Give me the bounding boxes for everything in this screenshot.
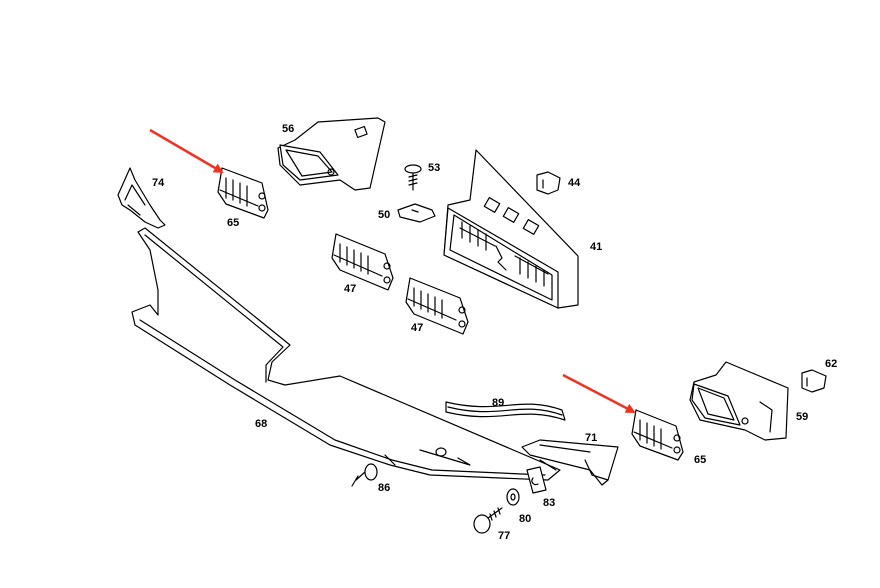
part-50-speed-nut[interactable] — [397, 203, 436, 223]
label-86: 86 — [378, 482, 390, 494]
label-56: 56 — [282, 123, 294, 135]
part-53-screw[interactable] — [404, 164, 422, 191]
part-65-right-louver[interactable] — [631, 409, 684, 461]
part-80-washer[interactable] — [506, 488, 520, 506]
label-44: 44 — [568, 177, 581, 189]
label-47-lower: 47 — [411, 322, 423, 334]
part-44-clip[interactable] — [536, 171, 561, 195]
label-65-right: 65 — [694, 454, 706, 466]
label-62: 62 — [825, 358, 837, 370]
part-71-bracket[interactable] — [521, 439, 619, 486]
part-77-screw[interactable] — [473, 507, 503, 534]
part-41-center-vent-housing[interactable] — [443, 149, 579, 309]
part-47-upper-louver[interactable] — [331, 233, 394, 291]
part-59-right-nozzle[interactable] — [689, 361, 789, 441]
part-86-rivet[interactable] — [351, 463, 378, 487]
label-89: 89 — [492, 397, 504, 409]
part-65-left-louver[interactable] — [217, 167, 269, 219]
label-77: 77 — [498, 530, 510, 542]
part-56-left-nozzle[interactable] — [277, 117, 386, 191]
label-50: 50 — [378, 209, 390, 221]
label-74: 74 — [152, 177, 165, 189]
part-74-bracket[interactable] — [117, 167, 166, 229]
label-41: 41 — [590, 241, 602, 253]
label-68: 68 — [255, 418, 267, 430]
highlight-arrow-right — [562, 373, 636, 414]
part-62-clip[interactable] — [801, 369, 827, 393]
part-89-seal-strip[interactable] — [445, 401, 566, 421]
label-71: 71 — [585, 432, 597, 444]
label-59: 59 — [796, 411, 808, 423]
highlight-arrow-left — [149, 128, 224, 174]
label-47-upper: 47 — [344, 283, 356, 295]
part-83-clip-nut[interactable] — [526, 466, 547, 494]
label-83: 83 — [543, 497, 555, 509]
label-65-left: 65 — [227, 217, 239, 229]
part-68-trim-panel[interactable] — [131, 227, 561, 481]
label-80: 80 — [519, 513, 531, 525]
label-53: 53 — [428, 162, 440, 174]
part-47-lower-louver[interactable] — [405, 277, 469, 335]
